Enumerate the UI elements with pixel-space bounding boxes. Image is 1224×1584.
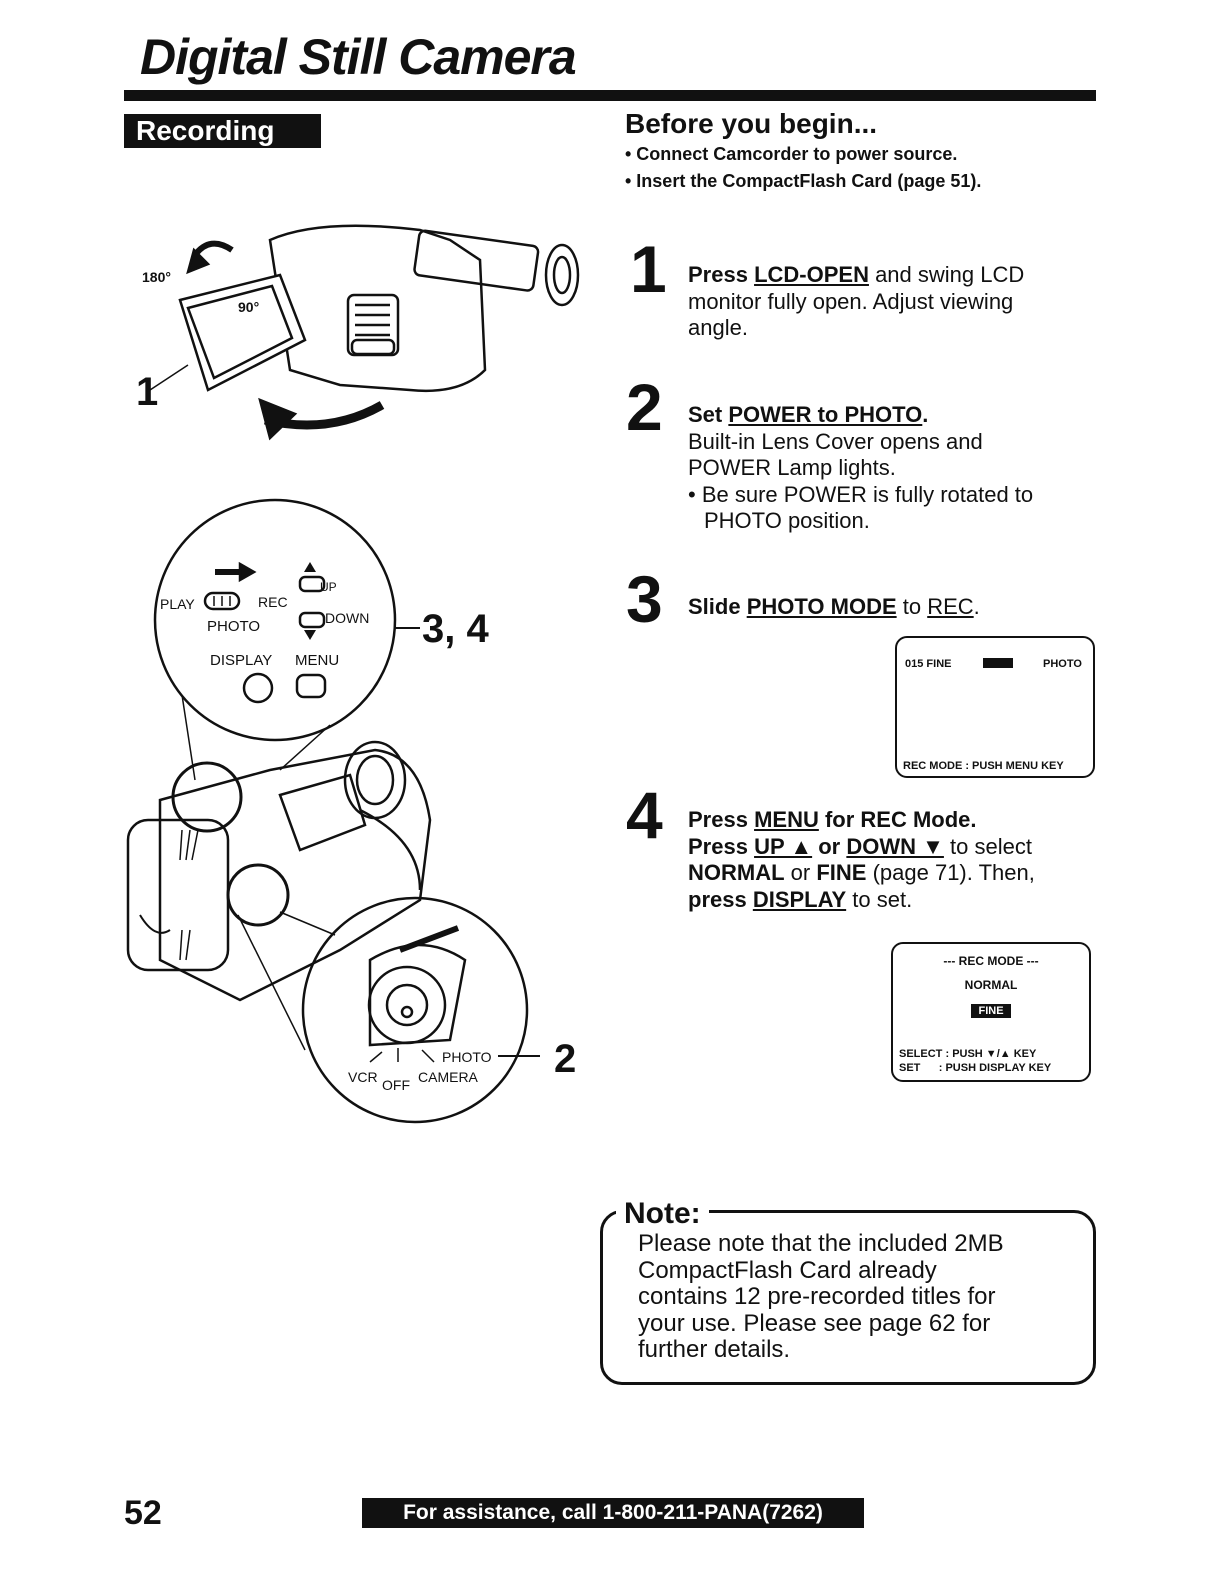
step-text-part: . bbox=[922, 402, 929, 427]
lcd-open-label: LCD-OPEN bbox=[754, 262, 869, 287]
note-text: Please note that the included 2MB Compac… bbox=[638, 1230, 1004, 1364]
note-line: CompactFlash Card already bbox=[638, 1256, 937, 1284]
step-text-part: Set bbox=[688, 402, 729, 427]
step-text-part: or bbox=[812, 833, 847, 859]
step-text-part: (page 71). Then, bbox=[866, 860, 1035, 885]
step-4-text: Press MENU for REC Mode. Press UP ▲ or D… bbox=[688, 807, 1035, 913]
before-heading: Before you begin... bbox=[625, 108, 878, 139]
step-2-number: 2 bbox=[626, 370, 663, 444]
osd-option-fine: FINE bbox=[971, 1004, 1011, 1018]
camcorder-illustration: 180° 90° 1 PLAY REC PHOTO UP DOWN DISPLA… bbox=[126, 224, 580, 1124]
step-text-part: Press bbox=[688, 807, 755, 832]
rec-label: REC bbox=[927, 594, 974, 619]
step-text-part: to bbox=[896, 594, 928, 619]
fine-label: FINE bbox=[816, 860, 867, 885]
down-button bbox=[298, 611, 326, 629]
step-4-number: 4 bbox=[626, 778, 663, 852]
note-line: Please note that the included 2MB bbox=[638, 1230, 1004, 1257]
camcorder-lcd-open bbox=[149, 224, 580, 441]
battery-icon bbox=[983, 658, 1013, 668]
note-line: further details. bbox=[638, 1336, 791, 1363]
osd-option-normal: NORMAL bbox=[964, 978, 1018, 992]
control-panel-zoom bbox=[153, 498, 420, 781]
step-text-line: angle. bbox=[688, 315, 748, 340]
note-line: contains 12 pre-recorded titles for bbox=[638, 1283, 996, 1310]
ctrl-rec-label: REC bbox=[258, 594, 288, 610]
section-tab: Recording bbox=[124, 114, 321, 148]
osd-screen-photo: 015 FINE PHOTO REC MODE : PUSH MENU KEY bbox=[895, 636, 1095, 778]
callout-1: 1 bbox=[136, 370, 158, 414]
page-number: 52 bbox=[124, 1494, 162, 1532]
note-line: your use. Please see page 62 for bbox=[638, 1309, 991, 1337]
ctrl-display-label: DISPLAY bbox=[210, 652, 272, 669]
step-text-part: Press bbox=[688, 262, 755, 287]
step-text-part: press bbox=[688, 886, 753, 912]
step-text-part: for REC Mode. bbox=[818, 807, 977, 832]
step-text-line: Built-in Lens Cover opens and bbox=[688, 428, 983, 454]
display-label: DISPLAY bbox=[752, 886, 847, 912]
step-text-line: PHOTO position. bbox=[704, 508, 870, 533]
step-text-part: Slide bbox=[688, 594, 747, 619]
osd-screen-rec-mode: --- REC MODE --- NORMAL FINE SELECT : PU… bbox=[891, 942, 1091, 1082]
prereq-item: • Insert the CompactFlash Card (page 51)… bbox=[625, 171, 982, 191]
step-text-part: to select bbox=[943, 833, 1032, 859]
step-text-part: Press bbox=[688, 833, 755, 859]
step-1-number: 1 bbox=[630, 232, 667, 306]
ctrl-up-label: UP bbox=[320, 580, 337, 594]
step-text-line: POWER Lamp lights. bbox=[688, 455, 896, 480]
up-label: UP ▲ bbox=[754, 833, 813, 859]
step-text-part: . bbox=[973, 594, 980, 619]
page-title: Digital Still Camera bbox=[140, 29, 577, 85]
step-text-part: and swing LCD bbox=[868, 262, 1025, 287]
callout-3-4: 3, 4 bbox=[422, 607, 489, 651]
ctrl-down-label: DOWN bbox=[325, 610, 369, 626]
down-label: DOWN ▼ bbox=[846, 833, 944, 859]
normal-label: NORMAL bbox=[688, 860, 785, 885]
dial-camera-label: CAMERA bbox=[418, 1069, 479, 1085]
step-text-line: • Be sure POWER is fully rotated to bbox=[688, 481, 1034, 507]
up-arrow-icon bbox=[304, 562, 316, 572]
step-2-text: Set POWER to PHOTO. Built-in Lens Cover … bbox=[688, 402, 1033, 535]
camcorder-rear-view bbox=[126, 740, 432, 1051]
note-title: Note: bbox=[616, 1197, 709, 1231]
osd-set-line: SET : PUSH DISPLAY KEY bbox=[899, 1062, 1052, 1074]
dial-off-label: OFF bbox=[382, 1077, 410, 1093]
photo-mode-label: PHOTO MODE bbox=[746, 594, 897, 619]
up-button bbox=[298, 575, 326, 593]
display-button bbox=[242, 672, 274, 704]
step-text-line: monitor fully open. Adjust viewing bbox=[688, 288, 1014, 314]
down-arrow-icon bbox=[304, 630, 316, 640]
ctrl-photo-label: PHOTO bbox=[207, 618, 260, 635]
prereq-item: • Connect Camcorder to power source. bbox=[625, 144, 958, 164]
osd-hint: REC MODE : PUSH MENU KEY bbox=[903, 760, 1064, 772]
osd-select-line: SELECT : PUSH ▼/▲ KEY bbox=[899, 1048, 1037, 1060]
dial-photo-label: PHOTO bbox=[442, 1049, 492, 1065]
step-text-part: to set. bbox=[846, 886, 913, 912]
step-text-part: or bbox=[784, 860, 817, 885]
assistance-bar: For assistance, call 1-800-211-PANA(7262… bbox=[362, 1498, 864, 1528]
step-3-text: Slide PHOTO MODE to REC. bbox=[688, 594, 980, 621]
dial-vcr-label: VCR bbox=[348, 1069, 378, 1085]
ctrl-menu-label: MENU bbox=[295, 652, 339, 669]
callout-2: 2 bbox=[554, 1037, 576, 1081]
step-3-number: 3 bbox=[626, 562, 663, 636]
menu-button bbox=[295, 673, 327, 699]
power-to-photo-label: POWER to PHOTO bbox=[728, 402, 923, 427]
angle-180-label: 180° bbox=[142, 269, 171, 285]
ctrl-play-label: PLAY bbox=[160, 596, 195, 612]
note-box bbox=[600, 1210, 1096, 1385]
photo-mode-switch bbox=[203, 591, 241, 611]
osd-rec-mode-title: --- REC MODE --- bbox=[943, 954, 1039, 968]
title-rule bbox=[124, 90, 1096, 101]
power-dial-zoom bbox=[301, 896, 540, 1124]
osd-counter: 015 FINE bbox=[905, 658, 952, 670]
menu-label: MENU bbox=[754, 807, 819, 832]
angle-90-label: 90° bbox=[238, 299, 259, 315]
step-1-text: Press LCD-OPEN and swing LCD monitor ful… bbox=[688, 262, 1024, 342]
osd-mode: PHOTO bbox=[1043, 658, 1082, 670]
